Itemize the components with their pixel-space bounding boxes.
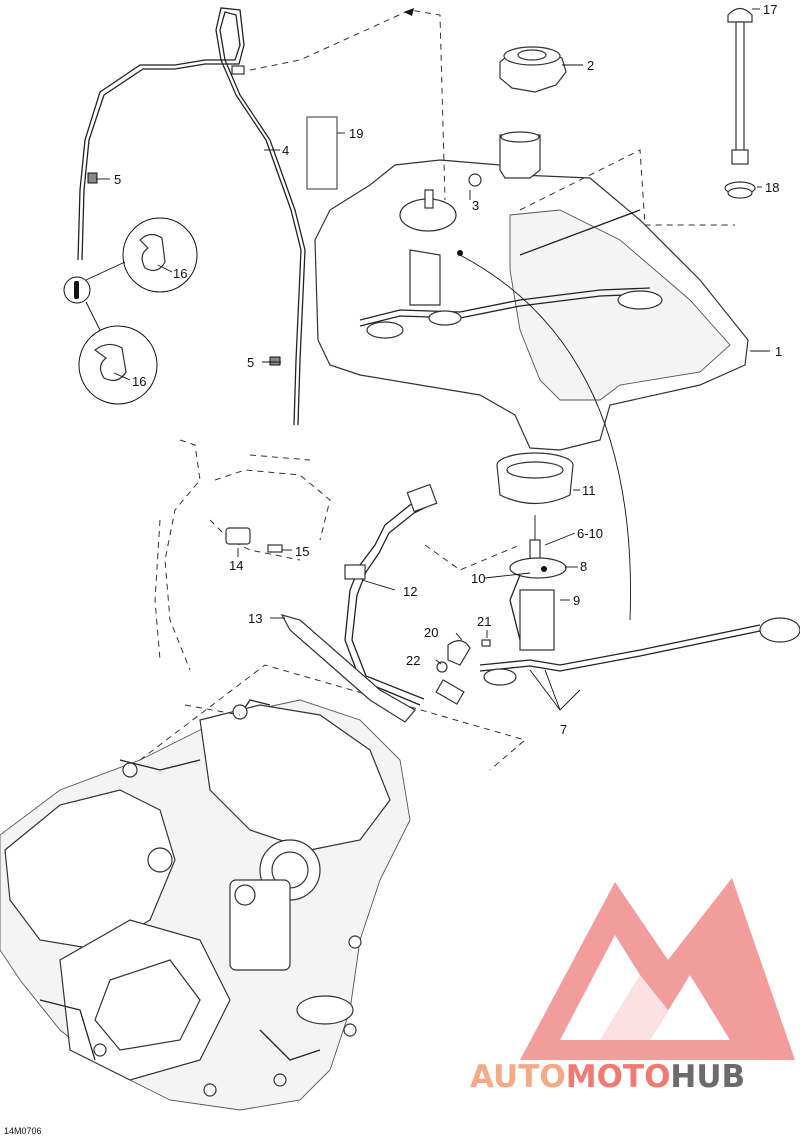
- lock-ring: [496, 452, 574, 504]
- callout-21: 21: [477, 614, 491, 629]
- callout-11: 11: [582, 483, 596, 498]
- nut: [436, 661, 448, 673]
- callout-20: 20: [424, 625, 438, 640]
- callout-9: 9: [573, 593, 580, 608]
- engine-assembly: [0, 699, 411, 1111]
- automotohub-wordmark: AUTOMOTOHUB: [470, 1059, 745, 1095]
- fuel-cap: [499, 46, 567, 93]
- callout-15: 15: [295, 544, 309, 559]
- callout-5a: 5: [114, 172, 121, 187]
- callout-16b: 16: [132, 374, 146, 389]
- automotohub-logo: [520, 878, 795, 1060]
- wordmark-moto: MOTO: [566, 1059, 671, 1095]
- fastener-lower: [269, 356, 281, 366]
- callout-17: 17: [763, 2, 777, 17]
- callout-12: 12: [403, 584, 417, 599]
- frame-outline: [154, 439, 331, 671]
- callout-5b: 5: [247, 355, 254, 370]
- label-sticker: [306, 116, 338, 190]
- bolt: [267, 544, 283, 553]
- callout-6-10: 6-10: [577, 526, 603, 541]
- retainer-clip: [447, 640, 471, 666]
- fuel-pump-module: [479, 539, 800, 686]
- fuel-gauge-sender: [727, 7, 753, 165]
- fastener-upper: [87, 172, 98, 184]
- callout-16a: 16: [173, 266, 187, 281]
- callout-4: 4: [282, 143, 289, 158]
- callout-2: 2: [587, 58, 594, 73]
- callout-18: 18: [765, 180, 779, 195]
- drawing-code: 14M0706: [4, 1126, 42, 1136]
- callout-leaders: [96, 8, 770, 711]
- callout-3: 3: [472, 198, 479, 213]
- wordmark-auto: AUTO: [470, 1059, 566, 1095]
- fuel-tank: [314, 131, 749, 451]
- callout-22: 22: [406, 653, 420, 668]
- callout-13: 13: [248, 611, 262, 626]
- vent-hose: [77, 7, 306, 426]
- callout-7: 7: [560, 722, 567, 737]
- wordmark-hub: HUB: [670, 1059, 745, 1095]
- callout-10: 10: [471, 571, 485, 586]
- callout-19: 19: [349, 126, 363, 141]
- clip-small-detail: [63, 276, 91, 304]
- logo-triangle: [520, 878, 795, 1060]
- fuel-line: [344, 483, 438, 706]
- screw: [481, 639, 491, 647]
- callout-1: 1: [775, 344, 782, 359]
- callout-8: 8: [580, 559, 587, 574]
- clip-detail-upper: [122, 217, 198, 293]
- protective-hose: [280, 614, 416, 723]
- clamp: [225, 527, 251, 545]
- sender-grommet: [724, 181, 756, 199]
- callout-14: 14: [229, 558, 243, 573]
- quick-connector: [435, 679, 465, 705]
- clip-detail-lower: [78, 325, 158, 405]
